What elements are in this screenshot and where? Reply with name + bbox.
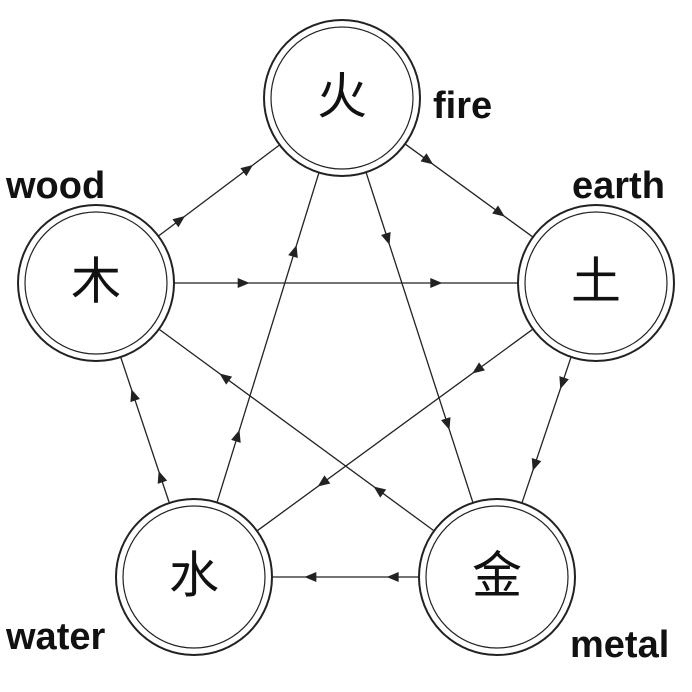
earth-ring-inner bbox=[524, 211, 668, 355]
metal-ring-outer bbox=[418, 498, 576, 656]
overcoming-edge-earth-to-water bbox=[256, 328, 534, 532]
generating-arrowhead-water-to-wood-1 bbox=[157, 470, 168, 484]
wood-label: wood bbox=[5, 165, 105, 207]
water-glyph: 水 bbox=[169, 547, 219, 605]
overcoming-edge-metal-to-wood bbox=[158, 328, 435, 532]
wood-ring-outer bbox=[17, 204, 175, 362]
water-label: water bbox=[5, 616, 105, 658]
fire-label: fire bbox=[433, 85, 492, 127]
earth-label: earth bbox=[572, 165, 665, 207]
node-fire: 火 bbox=[263, 19, 421, 177]
water-ring-outer bbox=[115, 498, 273, 656]
generating-arrowhead-water-to-wood-2 bbox=[130, 389, 140, 403]
overcoming-arrowhead-water-to-fire-1 bbox=[231, 429, 241, 443]
earth-ring-outer bbox=[517, 204, 675, 362]
overcoming-edge-fire-to-metal bbox=[365, 172, 474, 503]
fire-ring-inner bbox=[270, 26, 414, 170]
overcoming-arrowhead-wood-to-earth-1 bbox=[237, 278, 250, 288]
earth-glyph: 土 bbox=[571, 253, 621, 311]
generating-arrowhead-earth-to-metal-2 bbox=[531, 457, 542, 471]
generating-arrowhead-wood-to-fire-2 bbox=[240, 164, 253, 177]
generating-arrowhead-metal-to-water-2 bbox=[304, 572, 317, 582]
overcoming-arrowhead-fire-to-metal-1 bbox=[381, 231, 391, 245]
wood-glyph: 木 bbox=[71, 253, 121, 311]
overcoming-arrowhead-wood-to-earth-2 bbox=[430, 278, 443, 288]
overcoming-arrowhead-earth-to-water-1 bbox=[472, 362, 485, 374]
overcoming-arrowhead-earth-to-water-2 bbox=[317, 475, 331, 487]
metal-ring-inner bbox=[425, 505, 569, 649]
fire-ring-outer bbox=[263, 19, 421, 177]
generating-arrowhead-wood-to-fire-1 bbox=[172, 216, 186, 228]
node-earth: 土 bbox=[517, 204, 675, 362]
water-ring-inner bbox=[122, 505, 266, 649]
overcoming-arrowhead-metal-to-wood-1 bbox=[373, 486, 387, 498]
generating-arrowhead-metal-to-water-1 bbox=[386, 572, 399, 582]
fire-glyph: 火 bbox=[317, 68, 367, 126]
node-metal: 金 bbox=[418, 498, 576, 656]
overcoming-arrowhead-fire-to-metal-2 bbox=[441, 417, 451, 431]
node-wood: 木 bbox=[17, 204, 175, 362]
generating-arrowhead-earth-to-metal-1 bbox=[559, 376, 569, 390]
cycle-edges bbox=[120, 143, 572, 582]
metal-glyph: 金 bbox=[472, 547, 522, 605]
metal-label: metal bbox=[570, 624, 669, 666]
node-water: 水 bbox=[115, 498, 273, 656]
overcoming-edge-water-to-fire bbox=[216, 172, 320, 503]
overcoming-arrowhead-metal-to-wood-2 bbox=[219, 373, 233, 385]
generating-arrowhead-fire-to-earth-2 bbox=[492, 205, 505, 217]
wood-ring-inner bbox=[24, 211, 168, 355]
overcoming-arrowhead-water-to-fire-2 bbox=[288, 245, 298, 259]
generating-arrowhead-fire-to-earth-1 bbox=[420, 153, 434, 165]
